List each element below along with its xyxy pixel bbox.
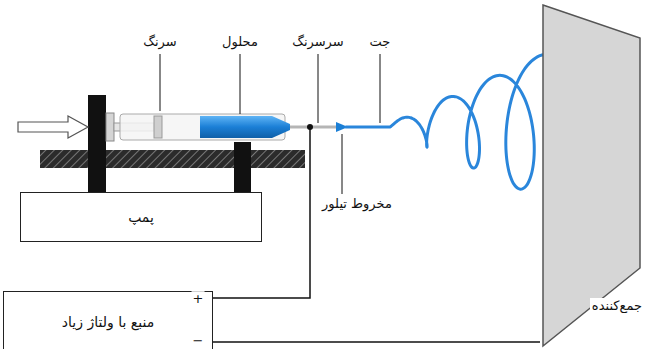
leader-line <box>380 54 381 123</box>
threaded-rod <box>40 150 305 168</box>
wire-dot <box>307 124 313 130</box>
node-label: منبع با ولتاژ زیاد <box>62 314 154 330</box>
power-supply-box: منبع با ولتاژ زیاد <box>3 291 213 349</box>
collector-outline <box>540 0 646 349</box>
clamp <box>88 95 106 192</box>
collector-plate: جمع‌کننده <box>540 0 646 349</box>
part-label: سرنگ <box>142 34 177 50</box>
pump-box: پمپ <box>20 192 262 242</box>
node-label: جمع‌کننده <box>590 298 644 313</box>
push-arrow <box>18 116 88 138</box>
part-label: جت <box>369 34 392 50</box>
solution <box>200 116 290 138</box>
clamp <box>234 142 251 192</box>
collector-plate-shape <box>543 5 640 346</box>
node-label: پمپ <box>128 209 154 225</box>
part-label: سرسرنگ <box>291 34 344 50</box>
leader-line <box>318 54 319 123</box>
needle <box>290 126 338 129</box>
terminal-sign: − <box>192 333 205 349</box>
plunger-thumb <box>106 113 114 141</box>
leader-line <box>160 54 161 111</box>
part-label: محلول <box>221 34 259 50</box>
wire <box>213 341 540 343</box>
terminal-sign: + <box>192 291 205 307</box>
leader-line <box>342 134 343 194</box>
plunger-head <box>154 116 162 138</box>
leader-line <box>240 54 241 114</box>
part-label: مخروط تیلور <box>321 196 393 212</box>
